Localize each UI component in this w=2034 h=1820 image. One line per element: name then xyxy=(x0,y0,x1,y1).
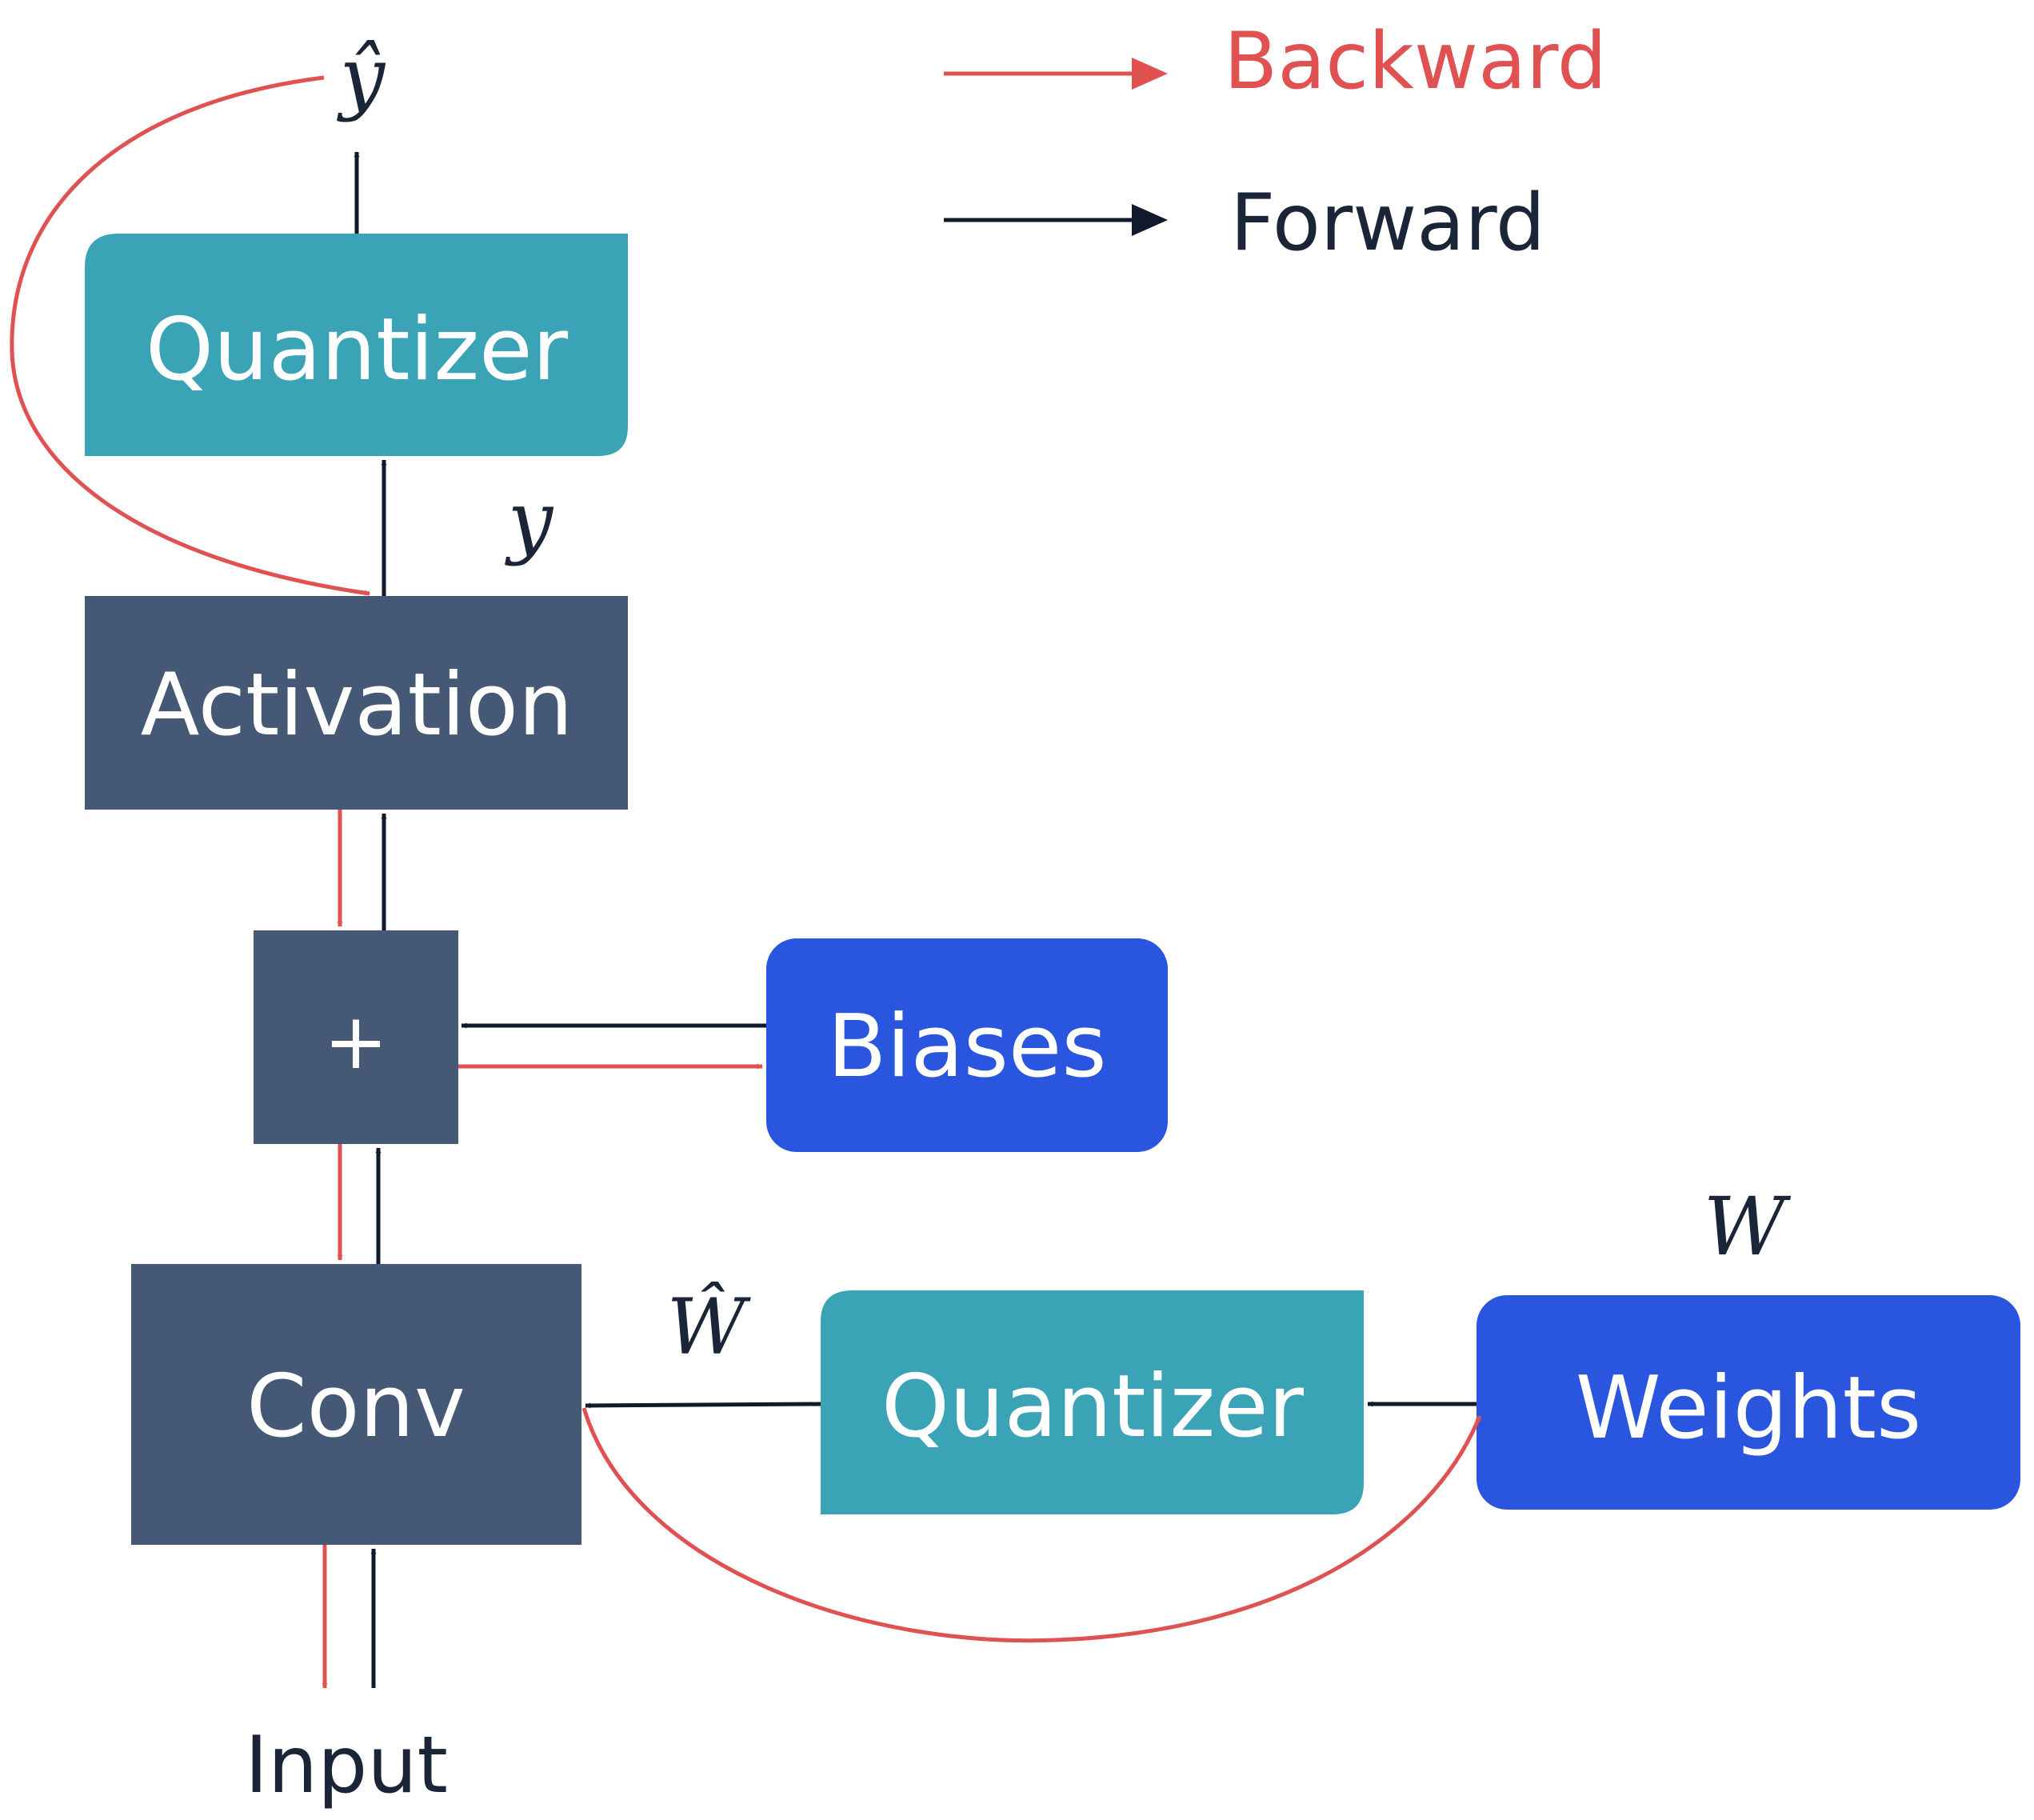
biases-label: Biases xyxy=(827,997,1106,1097)
forward-arrow-quantizer-to-conv xyxy=(585,1402,821,1409)
add-label: + xyxy=(324,997,388,1086)
w-hat-symbol: Ŵ xyxy=(667,1282,752,1372)
legend-forward-arrowhead xyxy=(1132,204,1168,236)
activation-label: Activation xyxy=(141,655,573,755)
conv-block: Conv xyxy=(131,1264,581,1545)
backward-arrows xyxy=(10,75,1482,1689)
y-hat-symbol: ŷ xyxy=(337,30,386,123)
quantizer-top-label: Quantizer xyxy=(146,300,569,400)
conv-label: Conv xyxy=(246,1357,466,1457)
y-symbol: y xyxy=(505,474,554,567)
w-symbol: W xyxy=(1704,1180,1792,1274)
quantizer-bottom-block: Quantizer xyxy=(821,1290,1364,1514)
backward-arrow-conv-to-weights xyxy=(581,1407,1482,1643)
legend-backward-label: Backward xyxy=(1224,16,1607,107)
forward-arrows xyxy=(354,151,1477,1688)
quantizer-top-block: Quantizer xyxy=(85,234,628,456)
legend-forward-label: Forward xyxy=(1230,178,1545,269)
backward-arrow-yhat-to-activation xyxy=(10,75,370,596)
activation-block: Activation xyxy=(85,596,628,810)
biases-block: Biases xyxy=(766,938,1168,1152)
legend: Backward Forward xyxy=(944,16,1607,269)
weights-label: Weights xyxy=(1576,1358,1922,1458)
add-block: + xyxy=(254,930,458,1144)
legend-backward-arrowhead xyxy=(1132,58,1168,90)
quantizer-bottom-label: Quantizer xyxy=(881,1357,1305,1457)
weights-block: Weights xyxy=(1477,1295,2020,1510)
input-label: Input xyxy=(245,1720,448,1811)
